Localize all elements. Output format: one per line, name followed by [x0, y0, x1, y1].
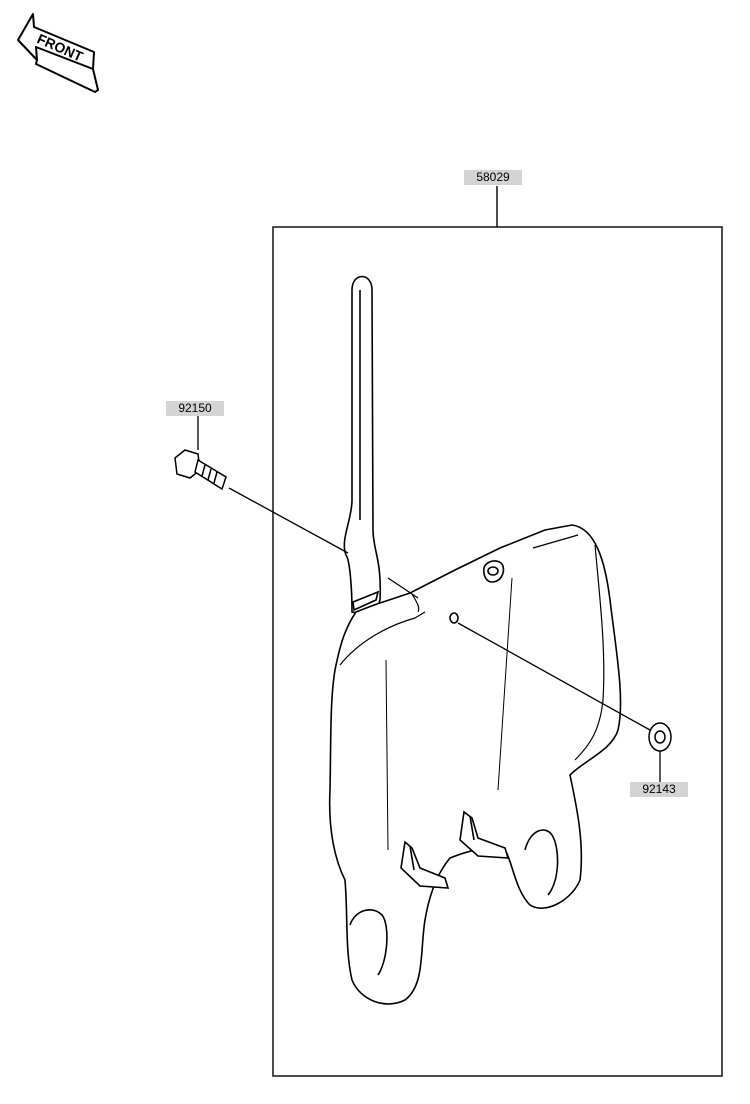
washer-92143-part [648, 722, 672, 752]
part-number-callout[interactable]: 58029 [464, 170, 522, 185]
bolt-92150-part [174, 449, 227, 491]
part-number-callout[interactable]: 92150 [166, 401, 224, 416]
part-number-callout[interactable]: 92143 [630, 782, 688, 797]
bolt-alignment-line [228, 487, 349, 554]
washer-alignment-line [457, 622, 651, 731]
front-arrow-label: FRONT [35, 30, 86, 64]
front-arrow-icon: FRONT [17, 13, 100, 94]
number-plate-part [328, 275, 622, 1005]
